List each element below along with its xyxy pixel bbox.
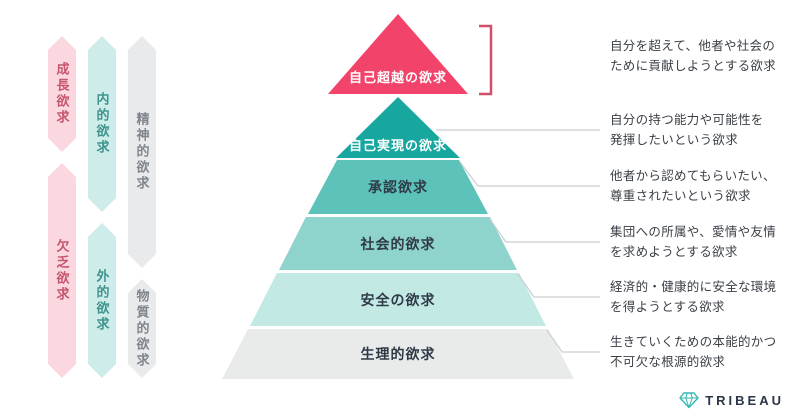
description-self-actualization: 自分の持つ能力や可能性を 発揮したいという欲求 <box>610 110 796 150</box>
deficiency-needs-label: 欠乏欲求 <box>54 238 70 303</box>
logo-wordmark: TRIBEAU <box>705 392 784 408</box>
description-line: 生きていくための本能的かつ <box>610 335 777 349</box>
material-needs-arrow: 物質的欲求 <box>128 279 156 378</box>
pyramid-level-esteem: 承認欲求 <box>308 160 488 214</box>
pyramid-level-physiological: 生理的欲求 <box>222 329 574 379</box>
description-line: ために貢献しようとする欲求 <box>610 59 777 73</box>
deficiency-needs-arrow: 欠乏欲求 <box>48 163 76 378</box>
esteem-label: 承認欲求 <box>368 179 428 195</box>
gem-icon <box>679 392 699 409</box>
description-line: 不可欠な根源的欲求 <box>610 355 726 369</box>
transcendence-bracket <box>479 24 493 96</box>
internal-needs-label: 内的欲求 <box>94 92 110 156</box>
description-physiological: 生きていくための本能的かつ 不可欠な根源的欲求 <box>610 332 796 372</box>
growth-needs-arrow: 成長欲求 <box>48 36 76 152</box>
description-line: を求めようとする欲求 <box>610 245 738 259</box>
description-line: 他者から認めてもらいたい、 <box>610 169 776 183</box>
description-line: 自分の持つ能力や可能性を <box>610 113 764 127</box>
description-line: を得ようとする欲求 <box>610 300 725 314</box>
self-transcendence-label: 自己超越の欲求 <box>348 70 447 85</box>
spiritual-needs-arrow: 精神的欲求 <box>128 36 156 268</box>
pyramid-level-self-actualization: 自己実現の欲求 <box>336 97 460 158</box>
pyramid-level-self-transcendence: 自己超越の欲求 <box>328 14 468 94</box>
material-needs-label: 物質的欲求 <box>134 288 150 369</box>
growth-needs-label: 成長欲求 <box>54 62 70 126</box>
description-self-transcendence: 自分を超えて、他者や社会の ために貢献しようとする欲求 <box>610 36 796 76</box>
description-line: 発揮したいという欲求 <box>610 133 739 147</box>
spiritual-needs-label: 精神的欲求 <box>134 112 150 192</box>
social-label: 社会的欲求 <box>360 235 436 252</box>
pyramid-level-safety: 安全の欲求 <box>250 273 546 326</box>
description-safety: 経済的・健康的に安全な環境 を得ようとする欲求 <box>610 277 796 317</box>
connector-esteem <box>459 161 600 187</box>
external-needs-arrow: 外的欲求 <box>88 223 116 378</box>
self-actualization-label: 自己実現の欲求 <box>348 138 447 153</box>
description-line: 尊重されたいという欲求 <box>610 189 751 203</box>
pyramid-level-social: 社会的欲求 <box>279 217 517 270</box>
external-needs-label: 外的欲求 <box>94 268 110 333</box>
description-line: 自分を超えて、他者や社会の <box>610 39 776 53</box>
physiological-label: 生理的欲求 <box>360 346 436 362</box>
description-social: 集団への所属や、愛情や友情 を求めようとする欲求 <box>610 222 796 262</box>
description-line: 集団への所属や、愛情や友情 <box>610 225 777 239</box>
tribeau-logo: TRIBEAU <box>679 391 784 409</box>
description-line: 経済的・健康的に安全な環境 <box>610 280 777 294</box>
internal-needs-arrow: 内的欲求 <box>88 36 116 212</box>
safety-label: 安全の欲求 <box>360 291 436 308</box>
connector-social <box>488 217 600 243</box>
connector-safety <box>517 273 600 298</box>
description-esteem: 他者から認めてもらいたい、 尊重されたいという欲求 <box>610 166 796 206</box>
